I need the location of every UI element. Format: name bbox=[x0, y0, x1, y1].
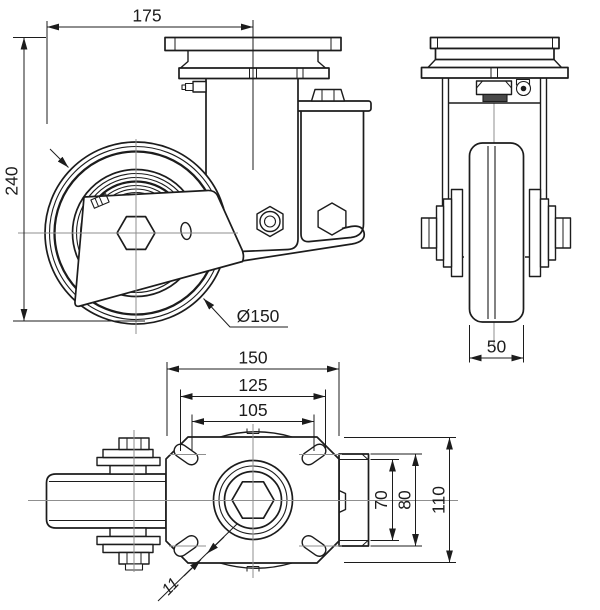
leg-hex-boss bbox=[317, 202, 347, 236]
dim-150-label: 150 bbox=[238, 348, 267, 368]
kingpin-nut bbox=[256, 205, 284, 238]
tire-leader-arrow bbox=[49, 148, 69, 168]
side-view-caster bbox=[420, 36, 572, 345]
front-view-caster bbox=[18, 20, 372, 334]
dim-105: 105 bbox=[191, 400, 315, 451]
weld-seam-detail bbox=[90, 193, 110, 209]
hex-boss-edge bbox=[338, 489, 347, 514]
dim-70-label: 70 bbox=[371, 490, 391, 510]
wheel-side bbox=[468, 142, 525, 323]
dim-240-label: 240 bbox=[2, 166, 22, 195]
brake-slot-hole bbox=[180, 221, 192, 241]
axle-assembly-side bbox=[420, 188, 572, 278]
plate-centerlines bbox=[28, 424, 458, 578]
dim-150: 150 bbox=[166, 348, 340, 436]
dim-240: 240 bbox=[2, 37, 145, 322]
kingpin-nut-side bbox=[475, 80, 513, 103]
dim-175: 175 bbox=[46, 6, 253, 124]
dim-11-label: 11 bbox=[159, 575, 183, 599]
dim-125-label: 125 bbox=[238, 375, 267, 395]
dim-50-label: 50 bbox=[487, 337, 507, 357]
dim-175-label: 175 bbox=[132, 6, 161, 26]
grease-fitting-front bbox=[181, 80, 207, 93]
rear-fork-leg bbox=[293, 88, 372, 243]
dim-80-label: 80 bbox=[395, 490, 415, 510]
dim-110: 110 bbox=[344, 437, 456, 563]
dim-80: 80 bbox=[370, 453, 422, 547]
plate-top-view bbox=[28, 424, 458, 578]
dim-diameter-label: Ø150 bbox=[237, 306, 280, 326]
swivel-plate-side bbox=[420, 36, 569, 79]
leg-bolt-head bbox=[310, 88, 346, 102]
fork-back-sweep bbox=[241, 225, 366, 262]
dim-105-label: 105 bbox=[238, 400, 267, 420]
dimensions: 175 240 Ø150 50 150 125 bbox=[2, 6, 524, 602]
dim-wheel-diameter: Ø150 bbox=[203, 298, 288, 328]
washer bbox=[482, 93, 508, 103]
dim-70: 70 bbox=[370, 459, 399, 541]
dim-50: 50 bbox=[469, 325, 524, 363]
front-centerlines bbox=[18, 20, 254, 334]
dim-125: 125 bbox=[180, 375, 326, 451]
dim-110-label: 110 bbox=[429, 486, 449, 514]
grease-fitting-side bbox=[515, 78, 532, 97]
